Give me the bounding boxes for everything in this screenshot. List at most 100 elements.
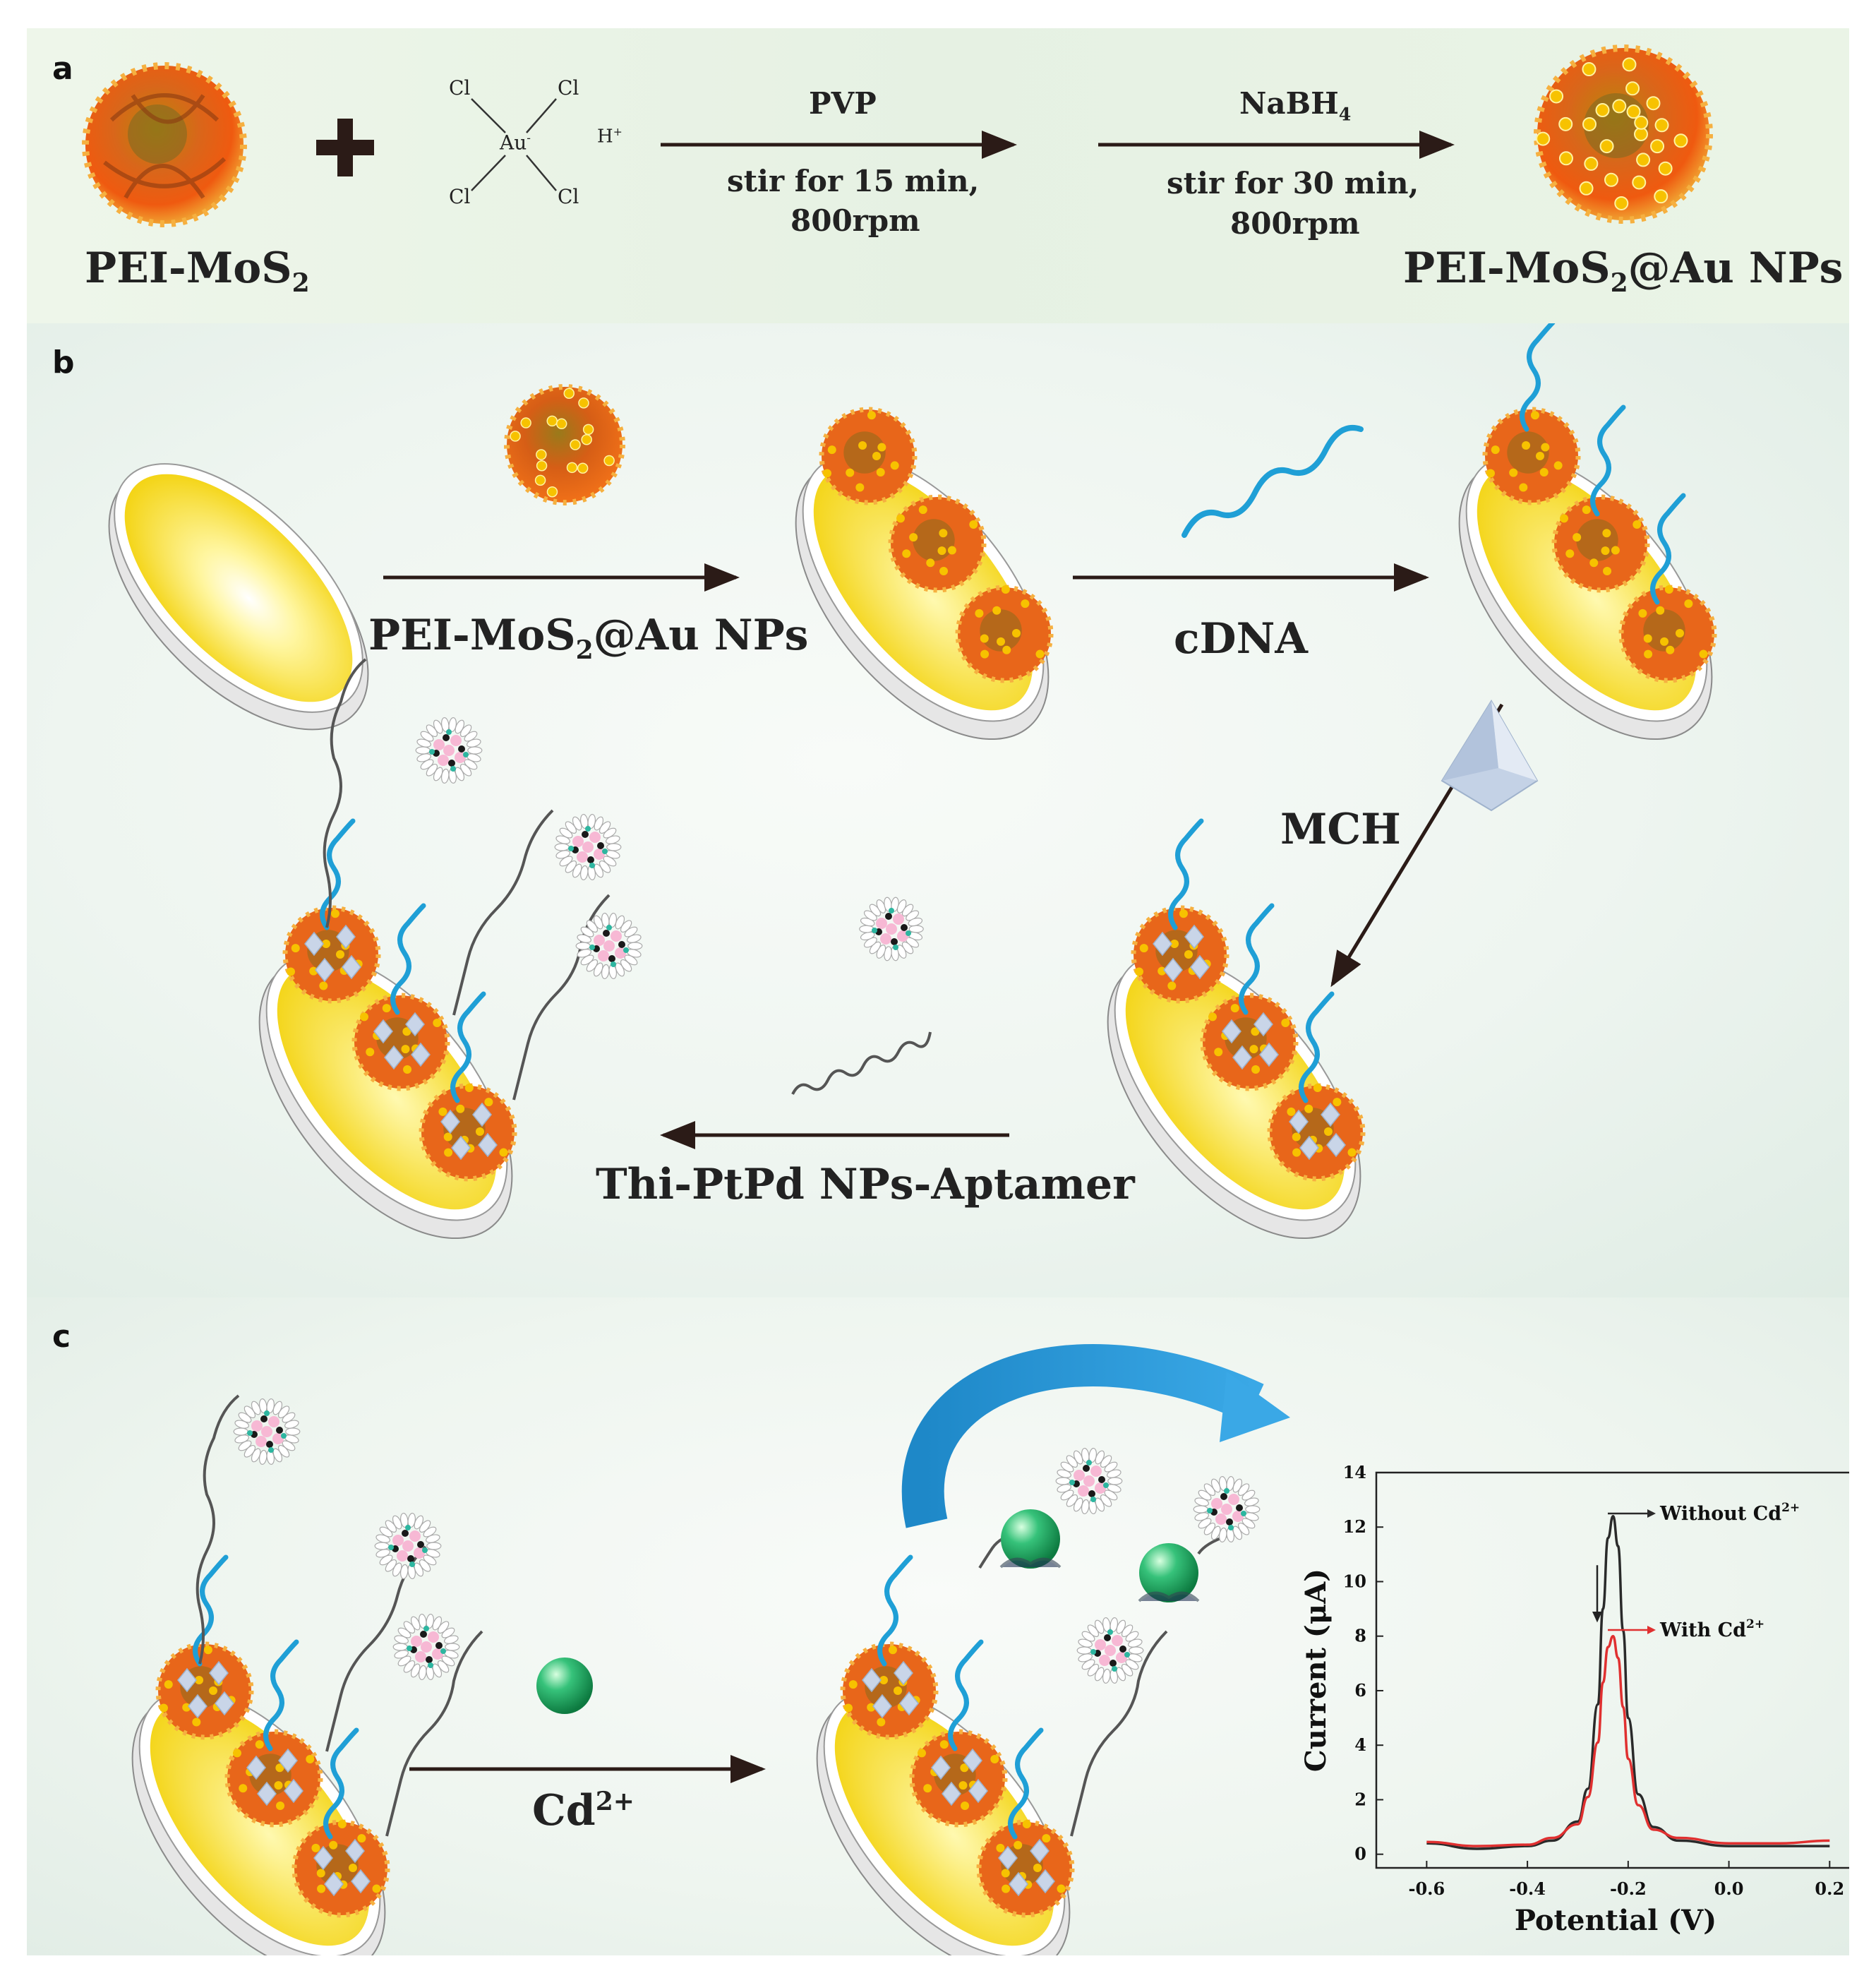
- ligand-cl-4: Cl: [558, 185, 579, 208]
- step-1-reagent: PVP: [809, 86, 877, 121]
- x-axis-label: Potential (V): [1515, 1904, 1716, 1937]
- mch-octahedron-mark: [451, 1135, 471, 1161]
- mch-octahedron-mark: [304, 931, 324, 957]
- x-tick-label: 0.2: [1815, 1878, 1844, 1899]
- metal-au: Au-: [500, 131, 531, 155]
- mch-octahedron-mark: [336, 924, 356, 949]
- mch-octahedron-mark: [472, 1102, 492, 1127]
- electrode-with-cdna: [1458, 454, 1713, 741]
- ligand-cl-1: Cl: [449, 76, 471, 100]
- step-label-mos2-au: PEI-MoS2@Au NPs: [368, 611, 809, 665]
- panel-b: b: [27, 323, 1849, 1297]
- thi-ptpd-probe: [392, 1614, 460, 1680]
- mch-octahedron-mark: [278, 1748, 298, 1773]
- released-complex-2: [1138, 1521, 1249, 1602]
- mch-octahedron-mark: [246, 1755, 266, 1780]
- mch-octahedron-mark: [942, 1781, 961, 1806]
- product-label: PEI-MoS2@Au NPs: [1403, 244, 1844, 298]
- panel-c: c: [27, 1297, 1849, 1955]
- thi-ptpd-probe: [859, 897, 924, 961]
- plus-sign: [316, 119, 374, 176]
- cdna-group: [320, 818, 486, 1103]
- mch-octahedron-mark: [1153, 931, 1172, 957]
- cdna-strand: [877, 1554, 913, 1667]
- y-tick-label: 8: [1354, 1626, 1366, 1646]
- mch-octahedron-mark: [1232, 1045, 1252, 1070]
- cdna-strand: [193, 1554, 229, 1667]
- mch-octahedron-mark: [1184, 924, 1204, 949]
- legend-label-1: With Cd2+: [1659, 1617, 1764, 1641]
- ligand-cl-3: Cl: [449, 185, 471, 208]
- cdna-group: [877, 1554, 1044, 1840]
- mch-octahedron-mark: [899, 1691, 919, 1716]
- mch-octahedron-mark: [411, 1042, 431, 1067]
- mch-octahedron-mark: [440, 1109, 460, 1134]
- reactant-1-label: PEI-MoS2: [85, 244, 310, 298]
- step-label-aptamer: Thi-PtPd NPs-Aptamer: [596, 1160, 1135, 1209]
- thi-ptpd-probe: [1193, 1476, 1261, 1542]
- mch-octahedron-mark: [257, 1781, 277, 1806]
- probe-strand-c-2: [325, 1545, 427, 1752]
- panel-c-label: c: [52, 1319, 71, 1355]
- thi-ptpd-probe: [415, 717, 483, 784]
- mch-octahedron-mark: [478, 1132, 498, 1158]
- mos2-au-flower-reagent: [504, 384, 625, 505]
- mch-octahedron-mark: [188, 1694, 208, 1719]
- cdna-strand: [1168, 818, 1204, 930]
- mch-octahedron-mark: [209, 1660, 229, 1686]
- electrode-with-flowers: [795, 454, 1050, 741]
- mch-octahedron-mark: [405, 1012, 425, 1037]
- cdna-strand: [948, 1639, 984, 1751]
- thi-ptpd-probe: [575, 913, 643, 979]
- step-label-cdna: cDNA: [1174, 614, 1308, 664]
- mch-octahedron-mark: [1009, 1871, 1028, 1897]
- x-tick-label: -0.4: [1509, 1878, 1546, 1899]
- release-arrow: [901, 1344, 1264, 1528]
- thi-ptpd-probe: [554, 814, 622, 880]
- mch-octahedron-mark: [1253, 1012, 1273, 1037]
- released-complex-1: [978, 1509, 1062, 1569]
- y-tick-label: 0: [1354, 1844, 1366, 1864]
- cdna-group: [193, 1554, 359, 1840]
- mch-octahedron-mark: [963, 1748, 982, 1773]
- y-tick-label: 6: [1354, 1680, 1366, 1701]
- mch-octahedron-mark: [1289, 1109, 1309, 1134]
- mch-octahedron-mark: [1299, 1135, 1319, 1161]
- probe-strand-c-3: [385, 1630, 483, 1837]
- y-axis-label: Current (μA): [1299, 1569, 1333, 1772]
- mos2-flower-reactant: [82, 62, 247, 227]
- cdna-strand: [1590, 404, 1626, 517]
- step-2-condition-1: stir for 30 min,: [1167, 166, 1419, 200]
- thi-ptpd-probe: [233, 1398, 301, 1465]
- mch-octahedron-mark: [998, 1845, 1018, 1871]
- cdna-strand: [1181, 425, 1364, 538]
- chart-frame: [1375, 1471, 1849, 1869]
- cdna-strand: [1299, 991, 1335, 1103]
- cdna-strand: [320, 818, 356, 930]
- legend-label-0: Without Cd2+: [1659, 1501, 1800, 1525]
- panel-a: a: [27, 28, 1849, 323]
- mch-octahedron-mark: [1190, 954, 1210, 980]
- x-tick-label: -0.2: [1610, 1878, 1647, 1899]
- nanoflower-group: [155, 1641, 390, 1918]
- step-2-condition-2: 800rpm: [1230, 206, 1360, 241]
- probe-strand-c-remaining: [1070, 1630, 1168, 1837]
- counter-ion: H+: [597, 126, 623, 148]
- mch-octahedron-mark: [177, 1667, 197, 1693]
- probe-strand-1: [323, 658, 367, 928]
- x-tick-label: -0.6: [1409, 1878, 1445, 1899]
- cdna-strand: [263, 1639, 299, 1751]
- step-label-mch: MCH: [1280, 805, 1401, 854]
- mch-octahedron-mark: [373, 1019, 393, 1044]
- mch-octahedron-mark: [1321, 1102, 1340, 1127]
- cd-ion-reagent: [536, 1658, 593, 1714]
- series-line-1: [1426, 1634, 1830, 1847]
- cdna-strand: [1008, 1727, 1044, 1840]
- mch-octahedron-mark: [968, 1778, 988, 1804]
- nanoflower-group: [840, 1641, 1075, 1918]
- mch-octahedron-mark: [872, 1694, 892, 1719]
- mch-octahedron-mark: [284, 1778, 303, 1804]
- cdna-strand: [1520, 323, 1556, 432]
- cdna-strand: [390, 903, 426, 1015]
